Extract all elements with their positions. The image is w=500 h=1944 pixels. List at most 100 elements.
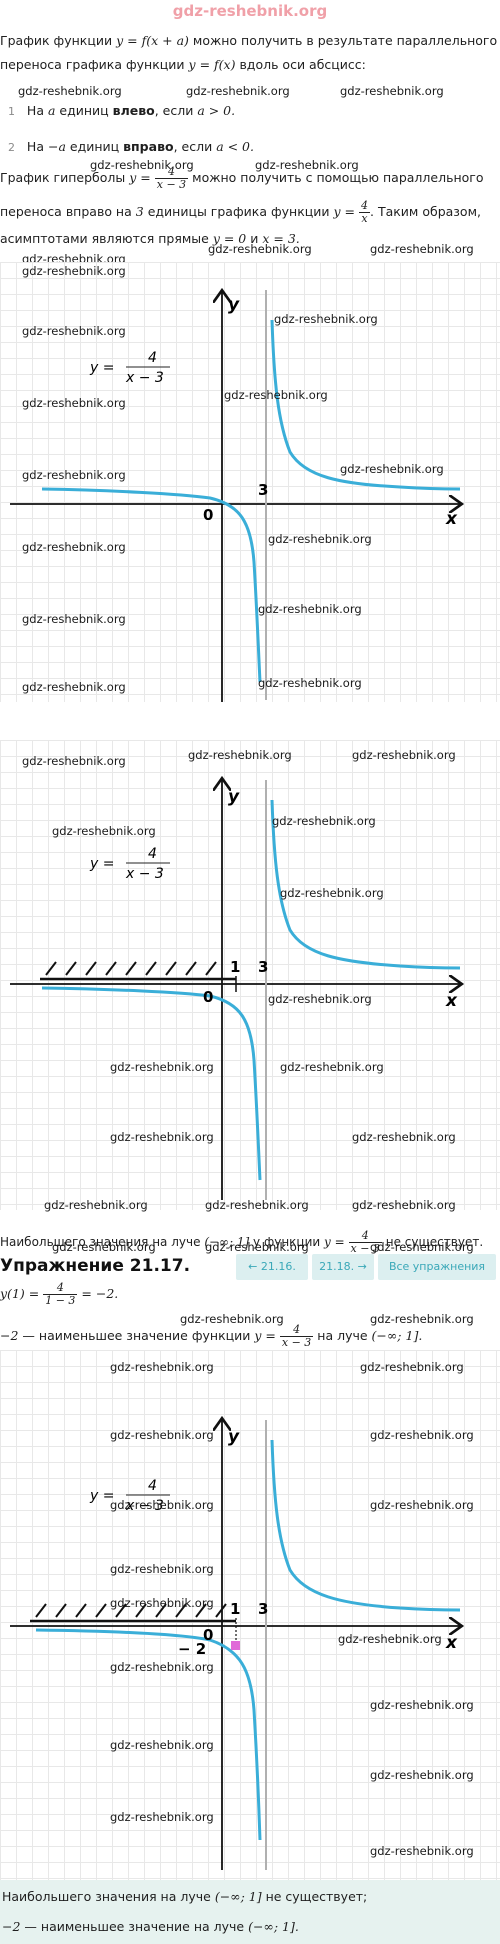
formula-den: x − 3 [125,1498,164,1514]
watermark: gdz-reshebnik.org [22,540,126,554]
summary-line-1: Наибольшего значения на луче (−∞; 1] не … [2,1889,368,1904]
watermark: gdz-reshebnik.org [274,312,378,326]
graph-1-svg: y x 0 3 y = 4 x − 3 [10,262,500,702]
watermark: gdz-reshebnik.org [280,886,384,900]
formula-lhs: y = [89,360,114,376]
graph-2-svg: y x 0 1 3 y = 4 x − 3 [10,740,500,1200]
watermark: gdz-reshebnik.org [340,84,444,98]
graph-3-svg: y x 0 1 3 − 2 y = 4 x − 3 [10,1350,500,1870]
all-exercises-button[interactable]: Все упражнения [378,1254,496,1280]
y-axis-label: y [228,787,240,807]
watermark: gdz-reshebnik.org [338,1632,442,1646]
watermark: gdz-reshebnik.org [268,992,372,1006]
watermark: gdz-reshebnik.org [370,242,474,256]
hyperbola-left-branch [35,1628,262,1841]
watermark: gdz-reshebnik.org [22,680,126,694]
formula-den: x − 3 [125,370,164,386]
x-axis-label: x [445,1633,458,1653]
watermark: gdz-reshebnik.org [370,1498,474,1512]
watermark: gdz-reshebnik.org [370,1698,474,1712]
watermark: gdz-reshebnik.org [22,468,126,482]
formula-lhs: y = [89,1488,114,1504]
site-title[interactable]: gdz-reshebnik.org [172,2,328,20]
tick-3-label: 3 [258,1600,268,1618]
watermark: gdz-reshebnik.org [44,1198,148,1212]
watermark: gdz-reshebnik.org [18,84,122,98]
hyperbola-right-branch [270,1439,461,1612]
formula-den: x − 3 [125,866,164,882]
watermark: gdz-reshebnik.org [268,532,372,546]
origin-label: 0 [203,506,213,524]
watermark: gdz-reshebnik.org [258,676,362,690]
intro-line-1: График функции y = f(x + a) можно получи… [0,33,498,48]
watermark: gdz-reshebnik.org [352,1198,456,1212]
hyperbola-left-branch [41,487,262,683]
calc-line: y(1) = 4 1 − 3 = −2. [0,1281,119,1307]
watermark: gdz-reshebnik.org [340,462,444,476]
hatch-ray [40,961,236,981]
watermark: gdz-reshebnik.org [110,1498,214,1512]
intro-line-5: асимптотами являются прямые y = 0 и x = … [0,231,300,246]
hyperbola-left-branch [41,986,262,1181]
hyperbola-right-branch [270,799,461,970]
minus-two-label: − 2 [178,1640,206,1658]
hatch-ray [30,1603,236,1623]
y-axis-label: y [228,295,240,315]
watermark: gdz-reshebnik.org [224,388,328,402]
watermark: gdz-reshebnik.org [258,602,362,616]
tick-3-label: 3 [258,481,268,499]
watermark: gdz-reshebnik.org [52,1240,156,1254]
watermark: gdz-reshebnik.org [110,1562,214,1576]
graph-1: y x 0 3 y = 4 x − 3 gdz-reshebnik.org gd… [0,262,500,702]
watermark: gdz-reshebnik.org [110,1596,214,1610]
y-axis-label: y [228,1427,240,1447]
exercise-title: Упражнение 21.17. [0,1256,191,1276]
formula-lhs: y = [89,856,114,872]
watermark: gdz-reshebnik.org [370,1312,474,1326]
origin-label: 0 [203,1626,213,1644]
watermark: gdz-reshebnik.org [22,396,126,410]
summary-line-2: −2 — наименьшее значение на луче (−∞; 1]… [2,1919,299,1934]
watermark: gdz-reshebnik.org [22,264,126,278]
graph-3: y x 0 1 3 − 2 y = 4 x − 3 gdz-reshebnik.… [0,1350,500,1884]
watermark: gdz-reshebnik.org [110,1660,214,1674]
watermark: gdz-reshebnik.org [52,824,156,838]
watermark: gdz-reshebnik.org [110,1810,214,1824]
watermark: gdz-reshebnik.org [22,754,126,768]
watermark: gdz-reshebnik.org [205,1198,309,1212]
formula-num: 4 [148,1478,157,1494]
tick-1-label: 1 [230,958,240,976]
formula-num: 4 [148,350,157,366]
watermark: gdz-reshebnik.org [188,748,292,762]
watermark: gdz-reshebnik.org [110,1060,214,1074]
watermark: gdz-reshebnik.org [352,748,456,762]
watermark: gdz-reshebnik.org [352,1130,456,1144]
watermark: gdz-reshebnik.org [208,242,312,256]
watermark: gdz-reshebnik.org [370,1768,474,1782]
watermark: gdz-reshebnik.org [272,814,376,828]
prev-exercise-button[interactable]: ← 21.16. [236,1254,308,1280]
watermark: gdz-reshebnik.org [370,1240,474,1254]
min-point [231,1641,240,1650]
watermark: gdz-reshebnik.org [255,158,359,172]
tick-1-label: 1 [230,1600,240,1618]
conclusion-2: −2 — наименьшее значение функции y = 4 x… [0,1323,423,1349]
watermark: gdz-reshebnik.org [180,1312,284,1326]
hyperbola-line: График гиперболы y = 4 x − 3 можно получ… [0,165,484,191]
watermark: gdz-reshebnik.org [280,1060,384,1074]
watermark: gdz-reshebnik.org [110,1360,214,1374]
next-exercise-button[interactable]: 21.18. → [312,1254,374,1280]
x-axis-label: x [445,991,458,1011]
watermark: gdz-reshebnik.org [22,324,126,338]
summary-box: Наибольшего значения на луче (−∞; 1] не … [0,1880,500,1944]
watermark: gdz-reshebnik.org [205,1240,309,1254]
watermark: gdz-reshebnik.org [110,1428,214,1442]
graph-2: y x 0 1 3 y = 4 x − 3 gdz-reshebnik.org … [0,740,500,1212]
watermark: gdz-reshebnik.org [186,84,290,98]
watermark: gdz-reshebnik.org [110,1130,214,1144]
intro-item-2: 2 На −a единиц вправо, если a < 0. [8,139,254,154]
watermark: gdz-reshebnik.org [360,1360,464,1374]
tick-3-label: 3 [258,958,268,976]
intro-line-4: переноса вправо на 3 единицы графика фун… [0,199,481,225]
intro-item-1: 1 На a единиц влево, если a > 0. [8,103,236,118]
